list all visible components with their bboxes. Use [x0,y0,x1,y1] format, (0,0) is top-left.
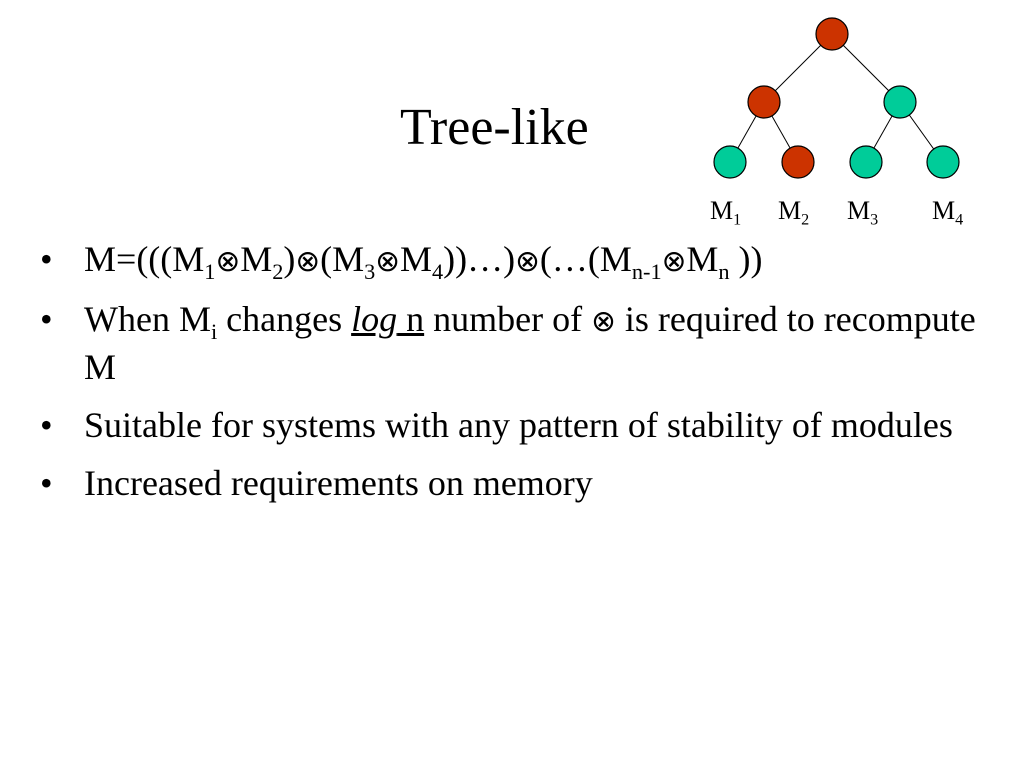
bullet-memory: •Increased requirements on memory [40,460,1000,506]
tree-node-right [883,85,917,119]
bullet-dot: • [40,463,53,503]
bullet-formula: •M=(((M1⊗M2)⊗(M3⊗M4))…)⊗(…(Mn-1⊗Mn )) [40,236,1000,284]
bullet-stability: •Suitable for systems with any pattern o… [40,402,1000,448]
leaf-label-m2: M2 [778,196,810,229]
bullet-dot: • [40,299,53,339]
tree-node-m1 [713,145,747,179]
slide-title: Tree-like [400,99,589,156]
bullet-list: •M=(((M1⊗M2)⊗(M3⊗M4))…)⊗(…(Mn-1⊗Mn )) •W… [40,236,1000,518]
leaf-label-m1: M1 [710,196,742,229]
bullet-dot: • [40,405,53,445]
tree-node-root [815,17,849,51]
tree-node-m3 [849,145,883,179]
tree-node-m4 [926,145,960,179]
tree-node-m2 [781,145,815,179]
leaf-label-m3: M3 [847,196,879,229]
leaf-label-m4: M4 [932,196,964,229]
bullet-dot: • [40,239,53,279]
tree-node-left [747,85,781,119]
tree-nodes [713,17,960,179]
bullet-recompute: •When Mi changes log n number of ⊗ is re… [40,296,1000,390]
binary-tree-diagram [713,17,960,179]
